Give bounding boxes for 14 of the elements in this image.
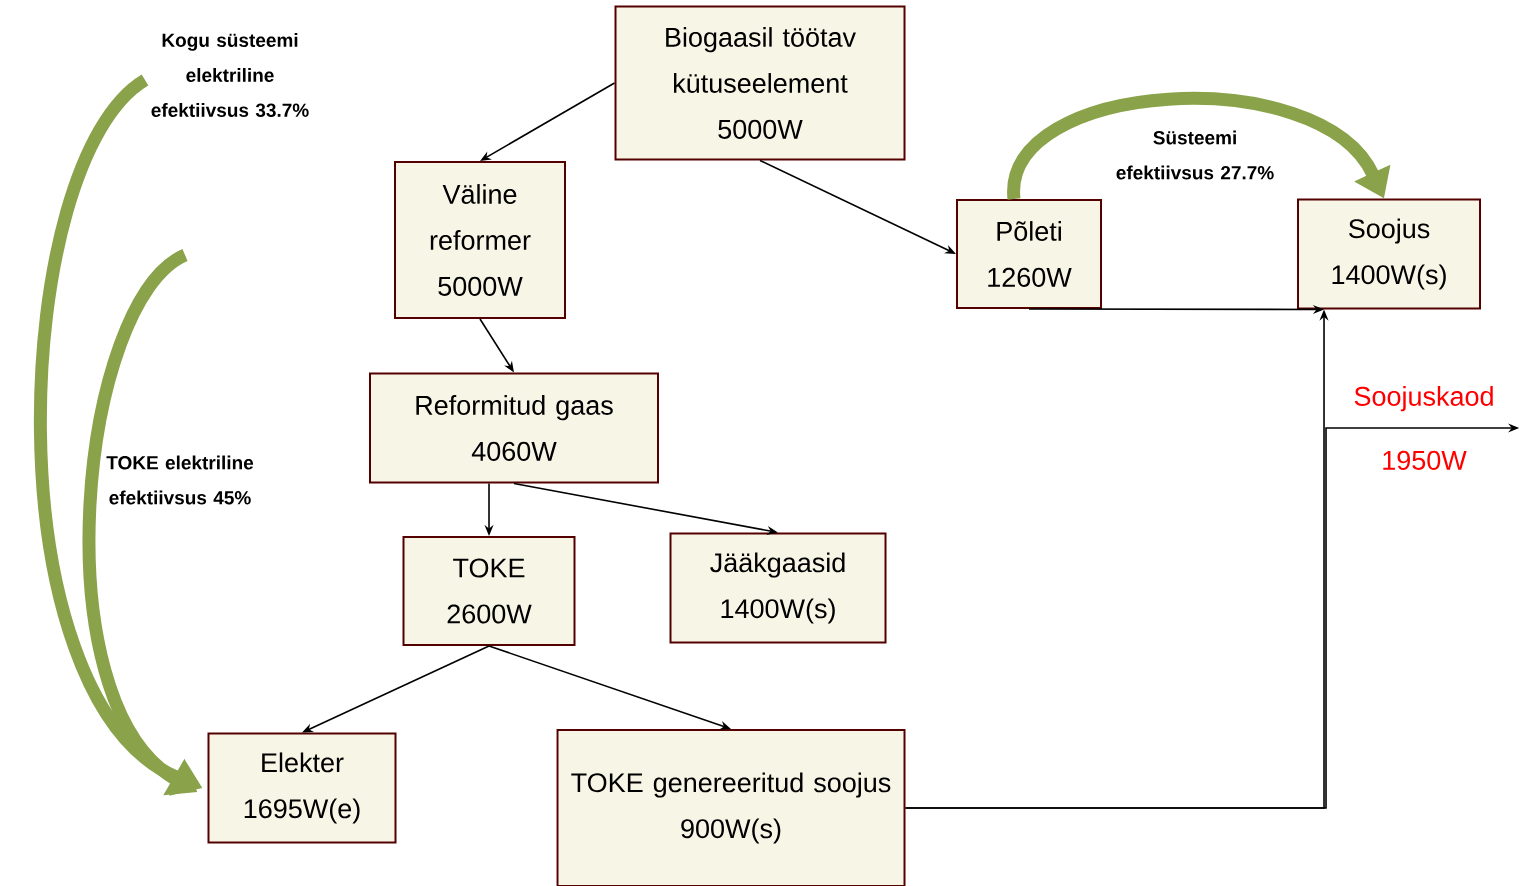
edge-label: Kogu süsteemi elektriline efektiivsus 33.7% <box>151 33 309 117</box>
process-box: Biogaasil töötav kütuseelement 5000W <box>614 5 906 161</box>
process-box: Elekter 1695W(e) <box>207 732 397 844</box>
process-box: TOKE genereeritud soojus 900W(s) <box>556 729 906 886</box>
loss-text: Soojuskaod 1950W <box>1354 386 1493 470</box>
curved-block-arrow <box>1007 92 1391 200</box>
edge-label: TOKE elektriline efektiivsus 45% <box>106 455 254 505</box>
process-box: Väline reformer 5000W <box>394 161 566 319</box>
process-box: Jääkgaasid 1400W(s) <box>669 532 887 644</box>
process-box: Soojus 1400W(s) <box>1297 198 1481 310</box>
process-box: TOKE 2600W <box>402 536 576 646</box>
edge-label: Süsteemi efektiivsus 27.7% <box>1116 130 1274 180</box>
process-box: Reformitud gaas 4060W <box>369 372 659 484</box>
process-box: Põleti 1260W <box>956 199 1102 309</box>
